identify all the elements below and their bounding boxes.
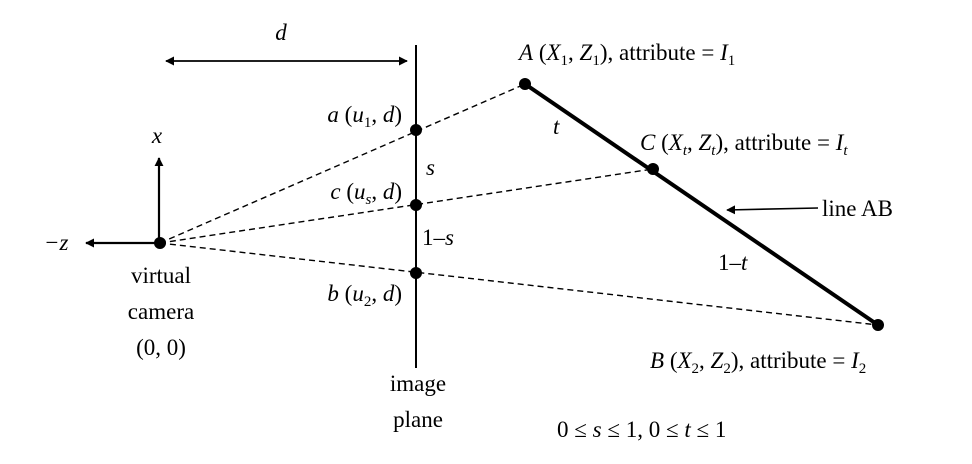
- point-c: [410, 199, 422, 211]
- point-C: [647, 163, 659, 175]
- constraints-label: 0 ≤ s ≤ 1, 0 ≤ t ≤ 1: [557, 417, 726, 442]
- one-minus-s-label: 1–s: [422, 225, 454, 250]
- image-plane-label-line2: plane: [393, 407, 443, 432]
- camera-point: [154, 237, 166, 249]
- camera-coords-label: (0, 0): [136, 335, 186, 360]
- s-label: s: [426, 155, 435, 180]
- point-c-label: c (us, d): [330, 179, 402, 208]
- projection-rays: [159, 83, 879, 326]
- distance-d-label: d: [275, 20, 287, 45]
- point-A-label: A (X1, Z1), attribute = I1: [517, 40, 735, 69]
- line-ab-pointer-arrow: [726, 205, 819, 215]
- neg-z-axis-label: −z: [44, 230, 69, 255]
- camera-label-line2: camera: [128, 299, 194, 324]
- point-a-label: a (u1, d): [327, 102, 402, 131]
- line-AB: [523, 82, 880, 327]
- camera-label-line1: virtual: [131, 263, 191, 288]
- ray-camera-to-C: [159, 168, 654, 244]
- ray-camera-to-B: [159, 242, 879, 326]
- one-minus-t-label: 1–t: [718, 250, 748, 275]
- point-B: [872, 319, 884, 331]
- image-plane-label-line1: image: [390, 371, 446, 396]
- point-b: [410, 267, 422, 279]
- point-b-label: b (u2, d): [327, 281, 402, 310]
- line-ab-label: line AB: [822, 196, 893, 221]
- point-C-label: C (Xt, Zt), attribute = It: [640, 130, 848, 159]
- point-a: [410, 124, 422, 136]
- x-axis-label: x: [151, 123, 163, 148]
- t-label: t: [553, 114, 560, 139]
- point-B-label: B (X2, Z2), attribute = I2: [650, 348, 866, 377]
- point-A: [519, 78, 531, 90]
- ray-camera-to-A: [159, 83, 526, 244]
